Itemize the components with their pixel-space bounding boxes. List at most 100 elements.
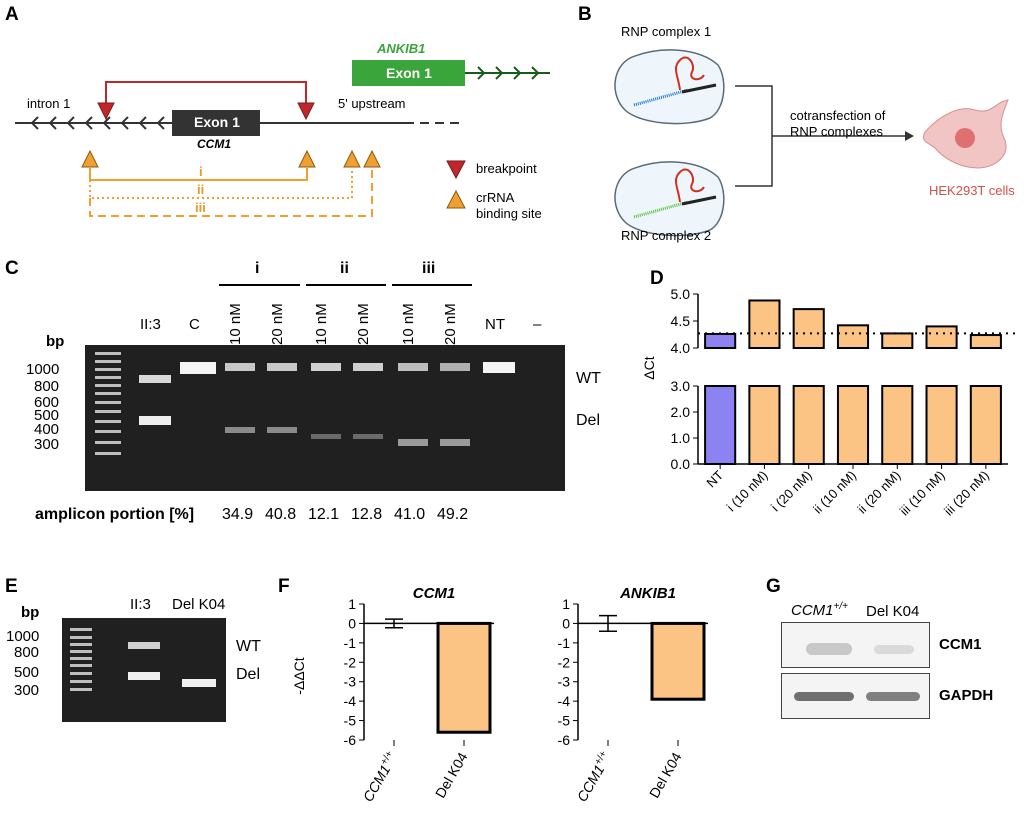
bp-label-e: bp bbox=[21, 604, 40, 621]
band-label-del: Del bbox=[576, 412, 601, 429]
bar-lower-7 bbox=[969, 385, 1002, 465]
x-tick-label-del: Del K04 bbox=[432, 749, 471, 800]
y-axis-label: -ΔΔCt bbox=[291, 657, 307, 694]
e-lane-ii3: II:3 bbox=[130, 596, 151, 613]
lane-label-ii-10: 10 nM bbox=[313, 303, 330, 345]
breakpoint-marker-right bbox=[297, 102, 315, 121]
panel-label-b: B bbox=[578, 4, 592, 25]
legend-breakpoint: breakpoint bbox=[476, 161, 537, 176]
y-tick-label: 2.0 bbox=[671, 404, 691, 420]
bar-upper-1 bbox=[704, 332, 737, 349]
y-tick-label: 0 bbox=[348, 615, 356, 631]
y-tick-label: 4.0 bbox=[671, 340, 691, 356]
x-tick-label-7: iii (20 nM) bbox=[941, 468, 992, 519]
gel-image-c bbox=[85, 345, 565, 491]
y-tick-label: -2 bbox=[558, 654, 571, 670]
y-tick-label: 4.5 bbox=[671, 313, 691, 329]
e-ladder-1000: 1000 bbox=[6, 628, 40, 645]
g-lane-ccm1: CCM1+/+ bbox=[791, 601, 848, 619]
bar-lower-1 bbox=[704, 385, 737, 465]
lane-label-i-10: 10 nM bbox=[227, 303, 244, 345]
y-tick-label: -5 bbox=[344, 713, 357, 729]
bar-upper-7 bbox=[969, 334, 1002, 350]
pair-iii-label: iii bbox=[195, 200, 206, 215]
y-tick-label: -6 bbox=[344, 732, 357, 748]
ladder-1000: 1000 bbox=[26, 361, 60, 378]
g-band-ccm1: CCM1 bbox=[939, 636, 982, 653]
pair-ii-label: ii bbox=[197, 182, 205, 197]
bar-del-k04 bbox=[436, 621, 492, 734]
lane-label-c: C bbox=[189, 316, 200, 333]
y-tick-label: -1 bbox=[558, 635, 571, 651]
crrna-site-1 bbox=[81, 149, 99, 168]
amplicon-value-3: 12.1 bbox=[308, 506, 340, 523]
panel-label-e: E bbox=[5, 576, 18, 597]
ankib1-exon-label: Exon 1 bbox=[386, 65, 432, 81]
bar-lower-6 bbox=[925, 385, 958, 465]
ccm1-exon-box bbox=[172, 110, 260, 136]
e-band-wt: WT bbox=[236, 638, 261, 655]
chart-title: CCM1 bbox=[413, 586, 456, 602]
ladder-400: 400 bbox=[34, 421, 60, 438]
y-tick-label: 0.0 bbox=[671, 456, 691, 472]
rnp-complex-1-shape bbox=[614, 49, 725, 125]
y-tick-label: 0 bbox=[562, 615, 570, 631]
bar-lower-3 bbox=[792, 385, 825, 465]
bp-label-c: bp bbox=[46, 333, 65, 350]
gel-image-e bbox=[62, 618, 226, 722]
cotransfection-line2: RNP complexes bbox=[790, 124, 883, 139]
amplicon-value-2: 40.8 bbox=[265, 506, 297, 523]
amplicon-portion-label: amplicon portion [%] bbox=[35, 506, 195, 523]
amplicon-value-1: 34.9 bbox=[222, 506, 254, 523]
x-tick-label-5: ii (20 nM) bbox=[854, 468, 903, 517]
lane-label-iii-10: 10 nM bbox=[400, 303, 417, 345]
g-lane-delk04: Del K04 bbox=[866, 603, 920, 620]
y-tick-label: -3 bbox=[344, 674, 357, 690]
crrna-site-2 bbox=[298, 149, 316, 168]
lane-label-ii-20: 20 nM bbox=[355, 303, 372, 345]
chart-title: ANKIB1 bbox=[619, 586, 676, 602]
y-tick-label: -4 bbox=[558, 693, 571, 709]
ankib1-exon-box bbox=[352, 60, 465, 86]
g-band-gapdh: GAPDH bbox=[939, 687, 994, 704]
y-tick-label: -4 bbox=[344, 693, 357, 709]
e-ladder-800: 800 bbox=[14, 644, 40, 661]
ankib1-gene-label: ANKIB1 bbox=[377, 41, 426, 56]
rnp-schematic bbox=[614, 49, 1009, 237]
y-tick-label: -2 bbox=[344, 654, 357, 670]
group-label-iii: iii bbox=[422, 260, 436, 277]
y-tick-label: 1 bbox=[348, 596, 356, 612]
upstream-label: 5' upstream bbox=[338, 96, 406, 111]
lane-label-nt: NT bbox=[485, 316, 505, 333]
rnp-complex-2-label: RNP complex 2 bbox=[621, 228, 712, 243]
intron-label: intron 1 bbox=[27, 96, 71, 111]
panel-label-c: C bbox=[5, 258, 19, 279]
x-tick-label-1: NT bbox=[703, 467, 726, 490]
blot-gapdh bbox=[781, 673, 930, 719]
breakpoint-marker-left bbox=[97, 102, 115, 121]
bar-upper-5 bbox=[881, 332, 914, 349]
bar-upper-2 bbox=[748, 299, 781, 349]
panel-label-d: D bbox=[650, 268, 664, 289]
y-tick-label: -5 bbox=[558, 713, 571, 729]
e-ladder-300: 300 bbox=[14, 682, 40, 699]
y-tick-label: 3.0 bbox=[671, 378, 691, 394]
crrna-site-3 bbox=[343, 149, 361, 168]
x-tick-label-2: i (10 nM) bbox=[724, 468, 771, 515]
x-tick-label-control: CCM1+/+ bbox=[573, 749, 615, 805]
ladder-500: 500 bbox=[34, 407, 60, 424]
ladder-600: 600 bbox=[34, 394, 60, 411]
crrna-site-4 bbox=[363, 149, 381, 168]
amplicon-value-6: 49.2 bbox=[437, 506, 469, 523]
y-tick-label: -1 bbox=[344, 635, 357, 651]
x-tick-label-3: i (20 nM) bbox=[768, 468, 815, 515]
x-tick-label-4: ii (10 nM) bbox=[810, 468, 859, 517]
x-tick-label-control: CCM1+/+ bbox=[359, 749, 401, 805]
y-tick-label: -3 bbox=[558, 674, 571, 690]
cotransfection-line1: cotransfection of bbox=[790, 108, 886, 123]
group-bars-c bbox=[219, 284, 472, 286]
lane-label-iii-20: 20 nM bbox=[442, 303, 459, 345]
bar-lower-4 bbox=[836, 385, 870, 465]
